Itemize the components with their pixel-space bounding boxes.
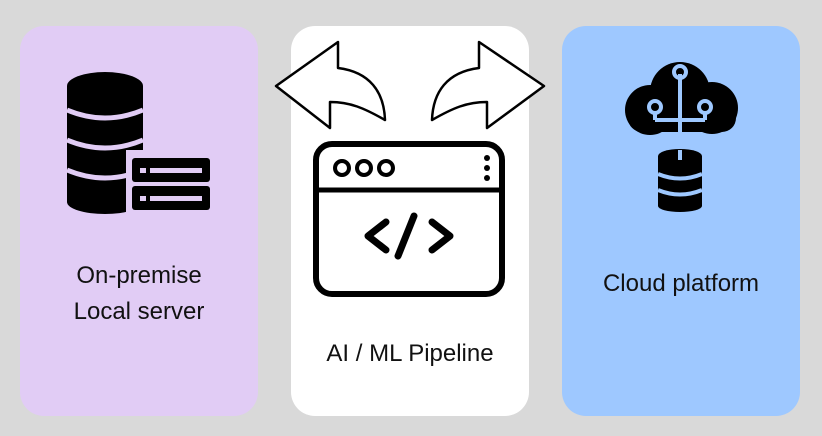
on-premise-label: On-premise Local server bbox=[20, 258, 258, 330]
pipeline-label: AI / ML Pipeline bbox=[326, 340, 494, 367]
curved-arrow-left-icon bbox=[274, 40, 387, 130]
database-server-icon bbox=[66, 72, 214, 214]
cloud-database-icon bbox=[625, 62, 738, 212]
on-premise-line2: Local server bbox=[73, 298, 205, 325]
cloud-label: Cloud platform bbox=[602, 270, 760, 297]
code-window-icon bbox=[313, 141, 505, 297]
curved-arrow-right-icon bbox=[430, 40, 546, 130]
on-premise-line1: On-premise bbox=[76, 262, 202, 289]
